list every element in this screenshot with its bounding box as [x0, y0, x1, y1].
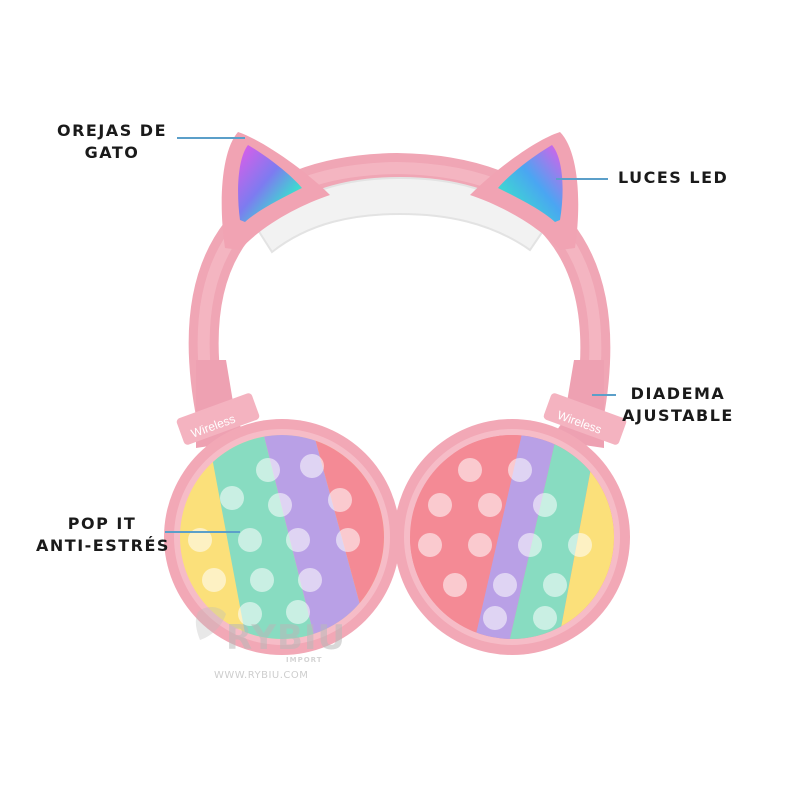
leader-line-cat-ears: [177, 137, 245, 139]
watermark-sub: IMPORT: [286, 656, 323, 664]
ear-cup-left: [164, 419, 400, 655]
callout-led-lights-line1: LUCES LED: [618, 168, 729, 187]
pop-bubbles-left: [188, 454, 360, 626]
right-slider: Wireless: [543, 360, 627, 448]
cat-ear-left: [221, 132, 330, 250]
leader-line-pop-it: [165, 531, 240, 533]
cat-ear-right: [470, 132, 579, 250]
callout-pop-it-line2: ANTI-ESTRÉS: [36, 536, 170, 555]
callout-cat-ears: OREJAS DE GATO: [52, 120, 172, 164]
callout-headband-line1: DIADEMA: [630, 384, 726, 403]
leader-line-headband: [592, 394, 616, 396]
watermark-url: WWW.RYBIU.COM: [214, 670, 309, 681]
callout-headband-line2: AJUSTABLE: [622, 406, 734, 425]
callout-headband: DIADEMA AJUSTABLE: [618, 383, 738, 427]
callout-cat-ears-line1: OREJAS DE: [57, 121, 167, 140]
callout-cat-ears-line2: GATO: [84, 143, 140, 162]
watermark-brand: RYBIU: [226, 618, 347, 658]
pop-bubbles-right: [418, 458, 592, 630]
leader-line-led: [556, 178, 608, 180]
ear-cup-right: [394, 419, 630, 655]
callout-pop-it: POP IT ANTI-ESTRÉS: [36, 513, 168, 557]
watermark-logo-mark: [195, 606, 226, 640]
callout-led-lights: LUCES LED: [618, 167, 728, 189]
callout-pop-it-line1: POP IT: [67, 514, 137, 533]
